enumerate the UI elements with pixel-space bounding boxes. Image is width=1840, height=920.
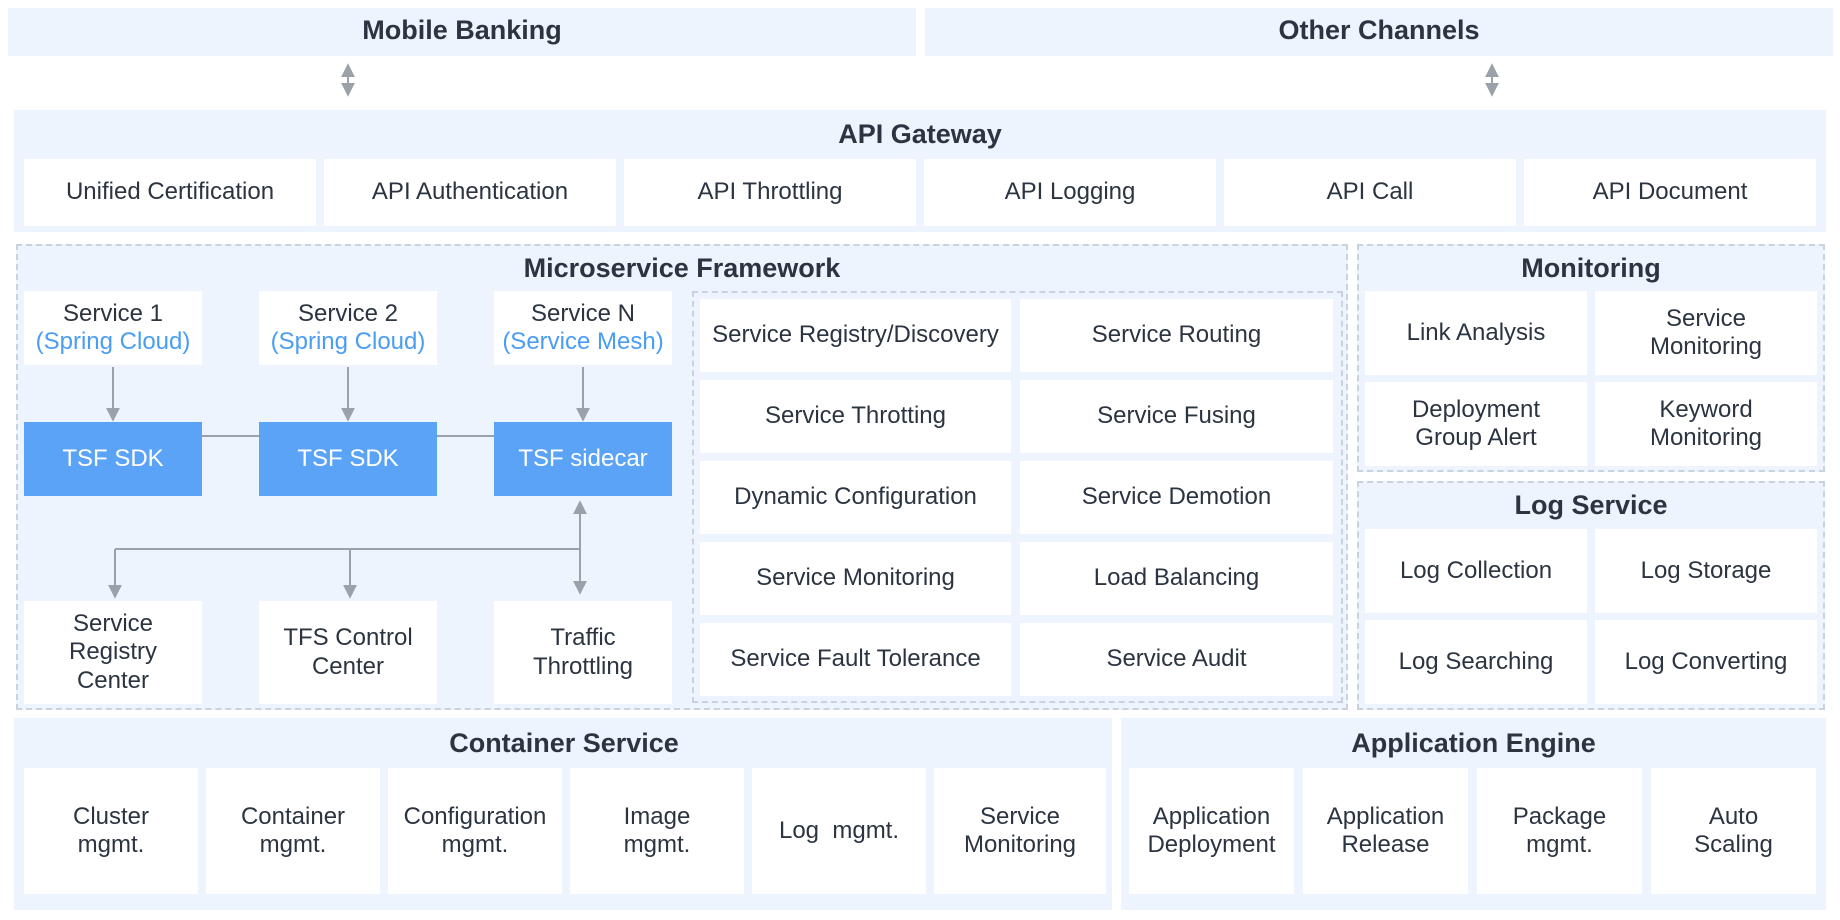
- container-item-line: Container: [240, 802, 346, 830]
- service-name: Service 1: [62, 299, 164, 327]
- monitoring-item-line: Monitoring: [1649, 333, 1763, 360]
- tsf-sdk-box: TSF SDK: [24, 422, 202, 496]
- app-engine-item-line: mgmt.: [1526, 831, 1593, 858]
- container-service-item: Service Monitoring: [934, 768, 1106, 894]
- container-service-item: Cluster mgmt.: [24, 768, 198, 894]
- traffic-throttling-box: Traffic Throttling: [494, 601, 672, 704]
- api-gateway-item: API Authentication: [324, 159, 616, 226]
- app-engine-item-line: Auto: [1708, 802, 1759, 830]
- center-label-line: Traffic: [550, 624, 616, 652]
- monitoring-item: Service Monitoring: [1595, 291, 1817, 375]
- application-engine-item: Application Deployment: [1129, 768, 1294, 894]
- api-gateway-item: API Throttling: [624, 159, 916, 226]
- capability-item: Service Demotion: [1020, 461, 1333, 534]
- container-service-item: Image mgmt.: [570, 768, 744, 894]
- container-item-line: Service: [979, 802, 1061, 830]
- service-box: Service N (Service Mesh): [494, 291, 672, 365]
- capability-item: Service Throtting: [700, 380, 1011, 453]
- service-type: (Spring Cloud): [35, 328, 191, 355]
- application-engine-item: Package mgmt.: [1477, 768, 1642, 894]
- service-type: (Service Mesh): [502, 328, 664, 355]
- container-service-title: Container Service: [449, 728, 679, 758]
- container-item-line: Monitoring: [963, 831, 1077, 858]
- mobile-banking-label: Mobile Banking: [362, 15, 562, 45]
- log-service-item: Log Searching: [1365, 620, 1587, 704]
- capability-item: Service Fusing: [1020, 380, 1333, 453]
- service-registry-center-box: Service Registry Center: [24, 601, 202, 704]
- api-gateway-item: Unified Certification: [24, 159, 316, 226]
- monitoring-item: Deployment Group Alert: [1365, 382, 1587, 466]
- monitoring-item: Link Analysis: [1365, 291, 1587, 375]
- microservice-framework-title: Microservice Framework: [523, 253, 841, 283]
- center-label-line: Registry: [68, 638, 158, 666]
- application-engine-title: Application Engine: [1351, 728, 1596, 758]
- monitoring-item-line: Group Alert: [1415, 424, 1537, 451]
- service-box: Service 2 (Spring Cloud): [259, 291, 437, 365]
- capability-item: Service Audit: [1020, 623, 1333, 696]
- capability-item: Service Fault Tolerance: [700, 623, 1011, 696]
- monitoring-item-line: Link Analysis: [1406, 318, 1546, 346]
- other-channels-label: Other Channels: [1278, 15, 1480, 45]
- api-gateway-item: API Call: [1224, 159, 1516, 226]
- service-name: Service 2: [297, 299, 399, 327]
- container-service-item: Log mgmt.: [752, 768, 926, 894]
- capability-item: Dynamic Configuration: [700, 461, 1011, 534]
- app-engine-item-line: Application: [1326, 802, 1445, 830]
- container-item-line: Cluster: [72, 802, 150, 830]
- monitoring-item-line: Monitoring: [1649, 424, 1763, 451]
- tfs-control-center-box: TFS Control Center: [259, 601, 437, 704]
- center-label-line: TFS Control: [283, 624, 413, 652]
- log-service-item: Log Converting: [1595, 620, 1817, 704]
- app-engine-item-line: Package: [1512, 802, 1607, 830]
- center-label-line: Center: [311, 652, 385, 680]
- log-service-item: Log Collection: [1365, 529, 1587, 613]
- container-item-line: mgmt.: [441, 831, 509, 858]
- container-item-line: mgmt.: [77, 831, 145, 858]
- log-service-title: Log Service: [1514, 490, 1668, 520]
- container-item-line: mgmt.: [623, 831, 691, 858]
- center-label-line: Service: [72, 610, 154, 638]
- capability-item: Load Balancing: [1020, 542, 1333, 615]
- api-gateway-item: API Document: [1524, 159, 1816, 226]
- service-type: (Spring Cloud): [270, 328, 426, 355]
- monitoring-item-line: Keyword: [1659, 395, 1753, 423]
- tsf-sidecar-box: TSF sidecar: [494, 422, 672, 496]
- service-name: Service N: [530, 299, 636, 327]
- api-gateway-item: API Logging: [924, 159, 1216, 226]
- container-service-item: Container mgmt.: [206, 768, 380, 894]
- container-service-item: Configuration mgmt.: [388, 768, 562, 894]
- application-engine-item: Application Release: [1303, 768, 1468, 894]
- center-label-line: Throttling: [532, 652, 634, 680]
- monitoring-item-line: Deployment: [1411, 395, 1541, 423]
- container-item-line: Configuration: [403, 802, 547, 830]
- monitoring-item-line: Service: [1665, 304, 1747, 332]
- monitoring-title: Monitoring: [1521, 253, 1661, 283]
- log-service-item: Log Storage: [1595, 529, 1817, 613]
- service-box: Service 1 (Spring Cloud): [24, 291, 202, 365]
- application-engine-item: Auto Scaling: [1651, 768, 1816, 894]
- container-item-line: mgmt.: [259, 831, 327, 858]
- container-item-line: Log mgmt.: [778, 816, 900, 844]
- center-label-line: Center: [76, 666, 150, 694]
- capability-item: Service Routing: [1020, 299, 1333, 372]
- channel-mobile-banking: [8, 8, 916, 56]
- capability-item: Service Registry/Discovery: [700, 299, 1011, 372]
- app-engine-item-line: Scaling: [1694, 831, 1773, 858]
- channel-other-channels: [925, 8, 1833, 56]
- container-item-line: Image: [623, 802, 691, 830]
- tsf-sdk-box: TSF SDK: [259, 422, 437, 496]
- app-engine-item-line: Deployment: [1147, 831, 1276, 858]
- capability-item: Service Monitoring: [700, 542, 1011, 615]
- api-gateway-title: API Gateway: [838, 119, 1002, 149]
- capabilities-panel: [692, 291, 1343, 703]
- app-engine-item-line: Release: [1341, 831, 1430, 858]
- app-engine-item-line: Application: [1152, 802, 1271, 830]
- monitoring-item: Keyword Monitoring: [1595, 382, 1817, 466]
